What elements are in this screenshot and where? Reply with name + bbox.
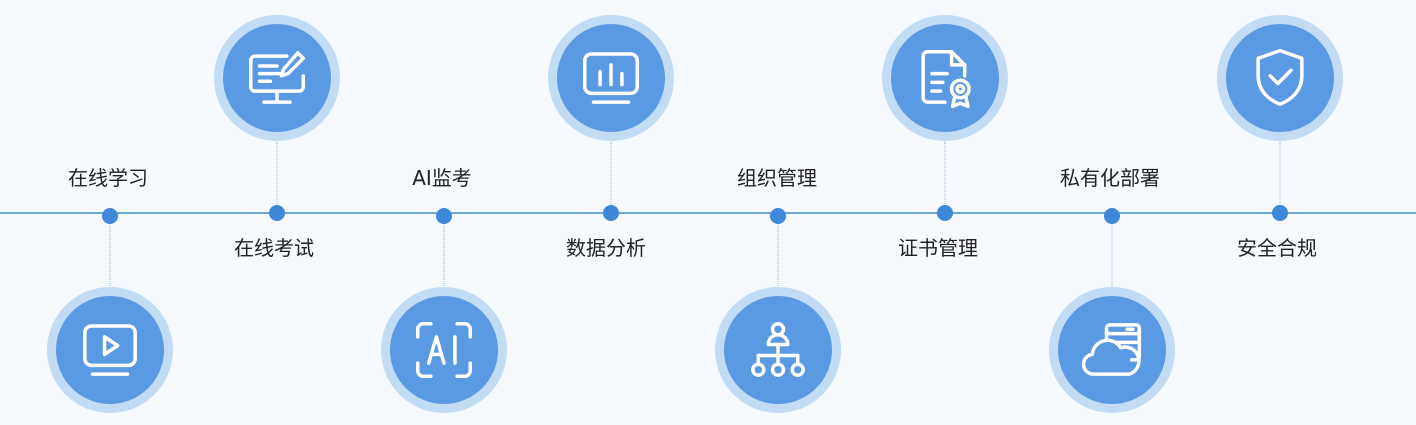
connector	[109, 222, 111, 288]
ai-scan-icon	[416, 322, 472, 378]
feature-badge-security-compliance	[1217, 15, 1343, 141]
timeline-line	[0, 212, 1416, 214]
feature-badge-ai-proctoring	[381, 287, 507, 413]
timeline-node	[1272, 205, 1288, 221]
timeline-node	[603, 205, 619, 221]
connector	[276, 142, 278, 204]
feature-label-certificate-management: 证书管理	[898, 236, 978, 260]
feature-badge-org-management	[715, 287, 841, 413]
feature-badge-online-exam	[214, 15, 340, 141]
connector	[1279, 142, 1281, 204]
feature-badge-online-learning	[47, 287, 173, 413]
bar-chart-icon	[583, 52, 639, 104]
feature-label-security-compliance: 安全合规	[1237, 236, 1317, 260]
timeline-node	[770, 208, 786, 224]
shield-check-icon	[1256, 48, 1304, 106]
feature-label-private-deployment: 私有化部署	[1060, 166, 1160, 190]
monitor-edit-icon	[249, 51, 305, 104]
feature-badge-private-deployment	[1049, 287, 1175, 413]
connector	[944, 142, 946, 204]
feature-label-online-exam: 在线考试	[234, 236, 314, 260]
connector	[443, 222, 445, 288]
timeline-node	[436, 208, 452, 224]
feature-badge-certificate-management	[882, 15, 1008, 141]
timeline-node	[102, 208, 118, 224]
timeline-node	[1104, 208, 1120, 224]
feature-label-org-management: 组织管理	[737, 166, 817, 190]
org-chart-icon	[751, 322, 805, 377]
connector	[1111, 222, 1113, 288]
monitor-play-icon	[83, 324, 137, 376]
feature-badge-data-analysis	[548, 15, 674, 141]
connector	[777, 222, 779, 288]
feature-label-data-analysis: 数据分析	[566, 236, 646, 260]
timeline-node	[937, 205, 953, 221]
feature-label-online-learning: 在线学习	[68, 166, 148, 190]
certificate-icon	[921, 50, 971, 109]
feature-label-ai-proctoring: AI监考	[412, 166, 472, 190]
timeline-node	[269, 205, 285, 221]
cloud-server-icon	[1081, 323, 1142, 376]
connector	[610, 142, 612, 204]
